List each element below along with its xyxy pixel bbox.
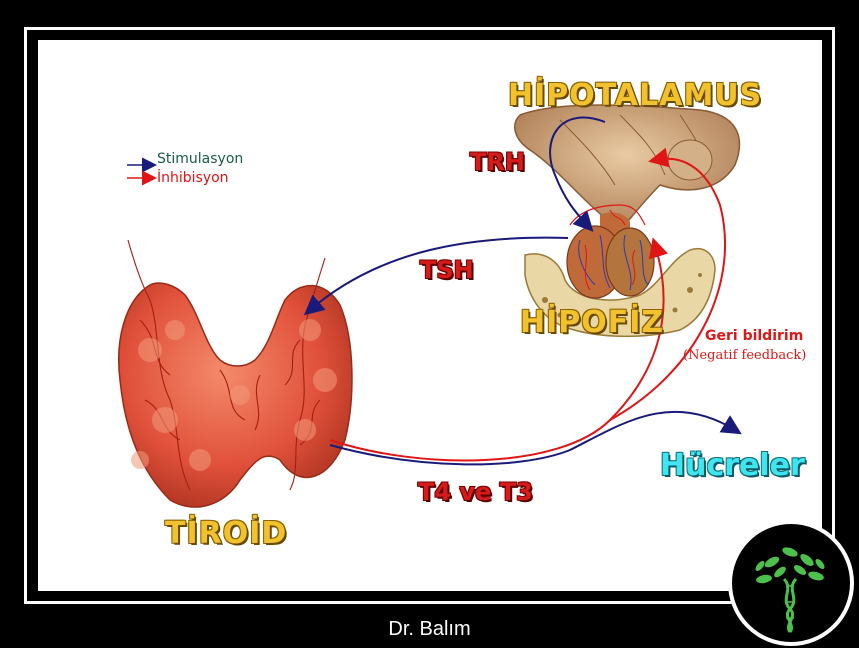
hipofiz-label: HİPOFİZ — [520, 305, 665, 340]
feedback-subtitle: (Negatif feedback) — [683, 348, 807, 363]
tiroid-label: TİROİD — [165, 516, 288, 551]
trh-arrow — [549, 116, 606, 232]
t4-t3-to-cells-arrow — [329, 410, 742, 466]
trh-label: TRH — [470, 148, 525, 176]
feedback-title: Geri bildirim — [705, 328, 804, 344]
hucreler-label: Hücreler — [660, 448, 805, 483]
hypothalamus-illustration — [514, 104, 741, 231]
logo — [728, 520, 854, 646]
hipotalamus-label: HİPOTALAMUS — [508, 78, 763, 113]
negative-feedback-pituitary-arrow — [329, 237, 669, 462]
legend — [127, 157, 157, 186]
sella-bone-illustration — [524, 248, 716, 338]
legend-stimulation-label: Stimulasyon — [157, 151, 244, 167]
thyroid-illustration — [118, 239, 353, 508]
legend-inhibition-label: İnhibisyon — [157, 170, 229, 186]
arrows — [303, 116, 742, 466]
tsh-arrow — [303, 236, 569, 316]
footer-author: Dr. Balım — [388, 618, 471, 640]
t4-t3-label: T4 ve T3 — [418, 478, 533, 506]
tsh-label: TSH — [420, 256, 474, 284]
pituitary-illustration — [566, 204, 655, 299]
dna-tree-icon — [755, 547, 825, 633]
negative-feedback-hypothalamus-arrow — [609, 147, 727, 421]
